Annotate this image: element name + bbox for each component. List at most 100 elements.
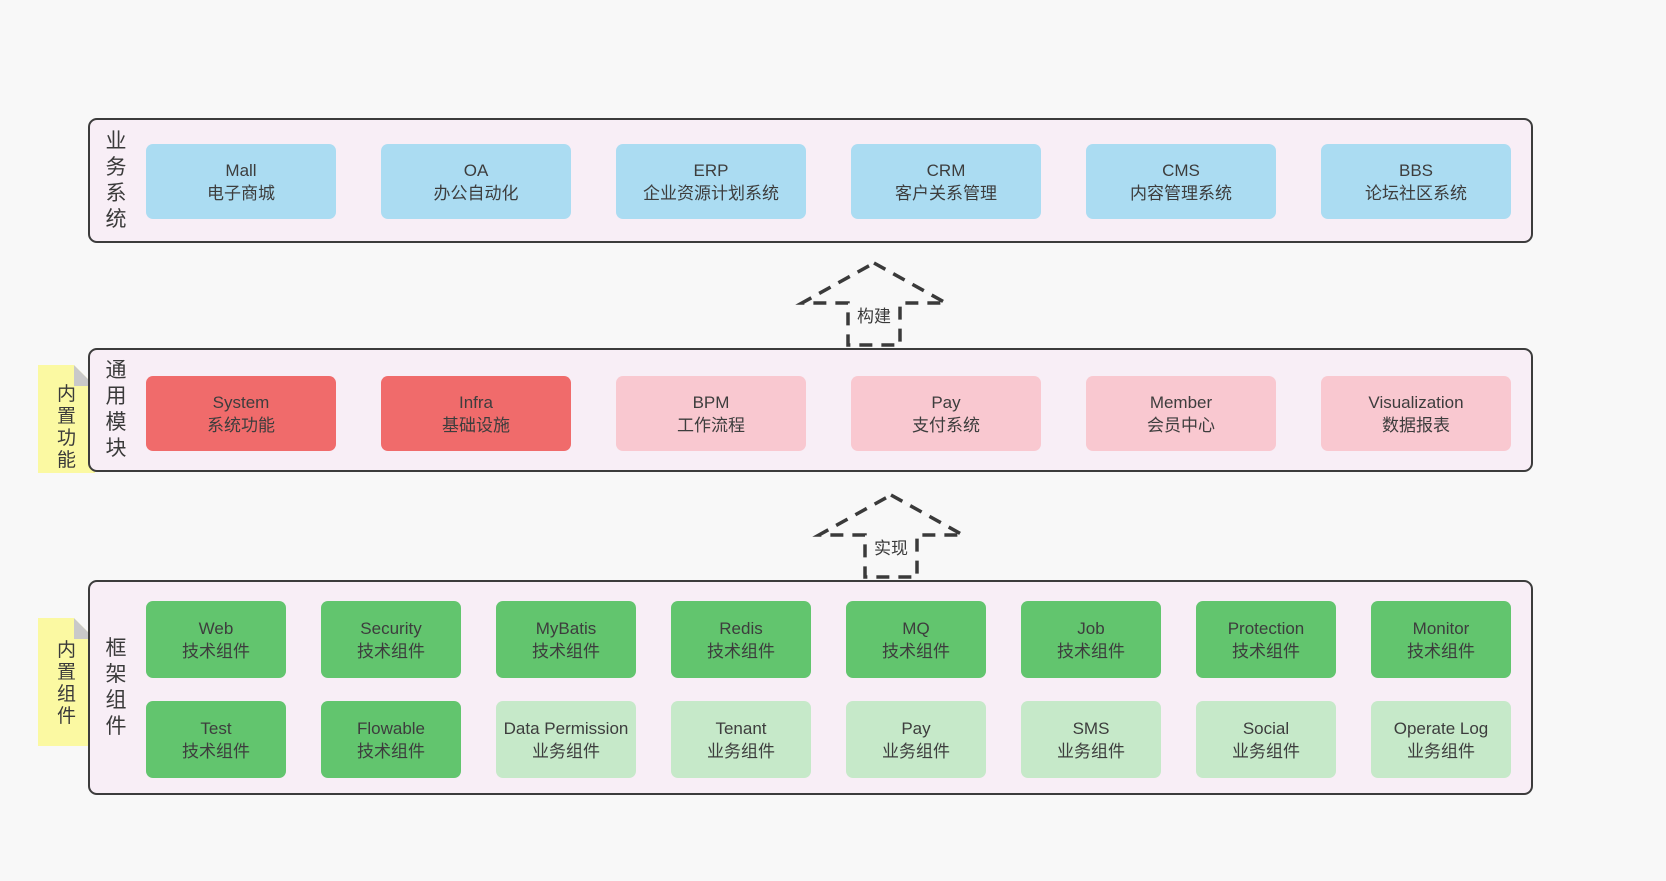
- box-subtitle: 技术组件: [532, 641, 600, 661]
- box-job: Job 技术组件: [1021, 601, 1161, 678]
- box-subtitle: 技术组件: [357, 741, 425, 761]
- box-monitor: Monitor 技术组件: [1371, 601, 1511, 678]
- sticky-note-builtin-functions: 内置功能: [38, 365, 95, 473]
- box-security: Security 技术组件: [321, 601, 461, 678]
- box-title: Visualization: [1368, 392, 1464, 412]
- box-title: Infra: [458, 392, 494, 412]
- box-subtitle: 技术组件: [182, 641, 250, 661]
- box-subtitle: 业务组件: [532, 741, 600, 761]
- box-visualization: Visualization 数据报表: [1321, 376, 1511, 451]
- box-subtitle: 电子商城: [207, 183, 275, 203]
- box-title: Protection: [1227, 618, 1305, 638]
- box-subtitle: 会员中心: [1147, 415, 1215, 435]
- box-member: Member 会员中心: [1086, 376, 1276, 451]
- panel-side-label: 框架组件: [105, 636, 127, 738]
- arrow-implement: 实现: [811, 492, 971, 580]
- box-subtitle: 业务组件: [882, 741, 950, 761]
- box-title: MQ: [902, 618, 930, 638]
- box-subtitle: 内容管理系统: [1130, 183, 1232, 203]
- box-subtitle: 业务组件: [707, 741, 775, 761]
- box-title: SMS: [1072, 718, 1110, 738]
- box-title: ERP: [693, 160, 729, 180]
- box-crm: CRM 客户关系管理: [851, 144, 1041, 219]
- panel-side-label: 通用模块: [105, 359, 127, 460]
- box-title: Data Permission: [503, 718, 629, 738]
- box-protection: Protection 技术组件: [1196, 601, 1336, 678]
- box-data-permission: Data Permission 业务组件: [496, 701, 636, 778]
- box-bpm: BPM 工作流程: [616, 376, 806, 451]
- box-title: BBS: [1398, 160, 1434, 180]
- box-bbs: BBS 论坛社区系统: [1321, 144, 1511, 219]
- box-title: Mall: [225, 160, 257, 180]
- box-cms: CMS 内容管理系统: [1086, 144, 1276, 219]
- arrow-build: 构建: [794, 260, 954, 348]
- modules-box-row: System 系统功能 Infra 基础设施 BPM 工作流程 Pay 支付系统…: [146, 376, 1511, 451]
- box-title: Security: [360, 618, 422, 638]
- box-subtitle: 技术组件: [1407, 641, 1475, 661]
- box-subtitle: 论坛社区系统: [1365, 183, 1467, 203]
- box-subtitle: 支付系统: [912, 415, 980, 435]
- box-test: Test 技术组件: [146, 701, 286, 778]
- box-operate-log: Operate Log 业务组件: [1371, 701, 1511, 778]
- box-mybatis: MyBatis 技术组件: [496, 601, 636, 678]
- box-title: Redis: [719, 618, 763, 638]
- box-title: MyBatis: [535, 618, 597, 638]
- sticky-note-label: 内置组件: [56, 640, 76, 727]
- components-box-row-1: Web 技术组件 Security 技术组件 MyBatis 技术组件 Redi…: [146, 601, 1511, 678]
- box-title: System: [212, 392, 270, 412]
- box-subtitle: 业务组件: [1057, 741, 1125, 761]
- box-erp: ERP 企业资源计划系统: [616, 144, 806, 219]
- components-box-row-2: Test 技术组件 Flowable 技术组件 Data Permission …: [146, 701, 1511, 778]
- box-subtitle: 技术组件: [182, 741, 250, 761]
- box-title: Job: [1077, 618, 1105, 638]
- box-subtitle: 业务组件: [1407, 741, 1475, 761]
- panel-side-label: 业务系统: [105, 129, 127, 231]
- box-web: Web 技术组件: [146, 601, 286, 678]
- sticky-note-builtin-components: 内置组件: [38, 618, 95, 746]
- box-subtitle: 技术组件: [1232, 641, 1300, 661]
- box-title: Member: [1149, 392, 1213, 412]
- box-redis: Redis 技术组件: [671, 601, 811, 678]
- box-title: CRM: [926, 160, 966, 180]
- arrow-label: 构建: [853, 301, 895, 328]
- box-title: Monitor: [1412, 618, 1470, 638]
- box-subtitle: 数据报表: [1382, 415, 1450, 435]
- box-subtitle: 工作流程: [677, 415, 745, 435]
- box-title: Flowable: [356, 718, 426, 738]
- arrow-label: 实现: [870, 533, 912, 560]
- box-subtitle: 技术组件: [1057, 641, 1125, 661]
- box-subtitle: 客户关系管理: [895, 183, 997, 203]
- box-title: CMS: [1162, 160, 1200, 180]
- box-infra: Infra 基础设施: [381, 376, 571, 451]
- box-pay-component: Pay 业务组件: [846, 701, 986, 778]
- box-subtitle: 业务组件: [1232, 741, 1300, 761]
- box-title: Test: [200, 718, 232, 738]
- box-subtitle: 基础设施: [442, 415, 510, 435]
- box-subtitle: 企业资源计划系统: [643, 183, 779, 203]
- box-title: BPM: [692, 392, 730, 412]
- box-mall: Mall 电子商城: [146, 144, 336, 219]
- box-subtitle: 技术组件: [882, 641, 950, 661]
- box-title: Pay: [931, 392, 961, 412]
- up-arrow-icon: [795, 260, 953, 347]
- box-pay-module: Pay 支付系统: [851, 376, 1041, 451]
- box-oa: OA 办公自动化: [381, 144, 571, 219]
- box-title: Web: [198, 618, 234, 638]
- box-mq: MQ 技术组件: [846, 601, 986, 678]
- box-title: Operate Log: [1393, 718, 1489, 738]
- box-subtitle: 系统功能: [207, 415, 275, 435]
- box-title: Tenant: [715, 718, 767, 738]
- box-flowable: Flowable 技术组件: [321, 701, 461, 778]
- panel-business-systems: 业务系统 Mall 电子商城 OA 办公自动化 ERP 企业资源计划系统 CRM…: [88, 118, 1533, 243]
- box-title: OA: [463, 160, 489, 180]
- box-subtitle: 技术组件: [707, 641, 775, 661]
- box-subtitle: 技术组件: [357, 641, 425, 661]
- box-tenant: Tenant 业务组件: [671, 701, 811, 778]
- up-arrow-icon: [812, 492, 970, 579]
- box-title: Pay: [901, 718, 931, 738]
- box-subtitle: 办公自动化: [433, 183, 519, 203]
- sticky-note-label: 内置功能: [56, 384, 76, 471]
- box-title: Social: [1242, 718, 1290, 738]
- panel-framework-components: 框架组件 Web 技术组件 Security 技术组件 MyBatis 技术组件…: [88, 580, 1533, 795]
